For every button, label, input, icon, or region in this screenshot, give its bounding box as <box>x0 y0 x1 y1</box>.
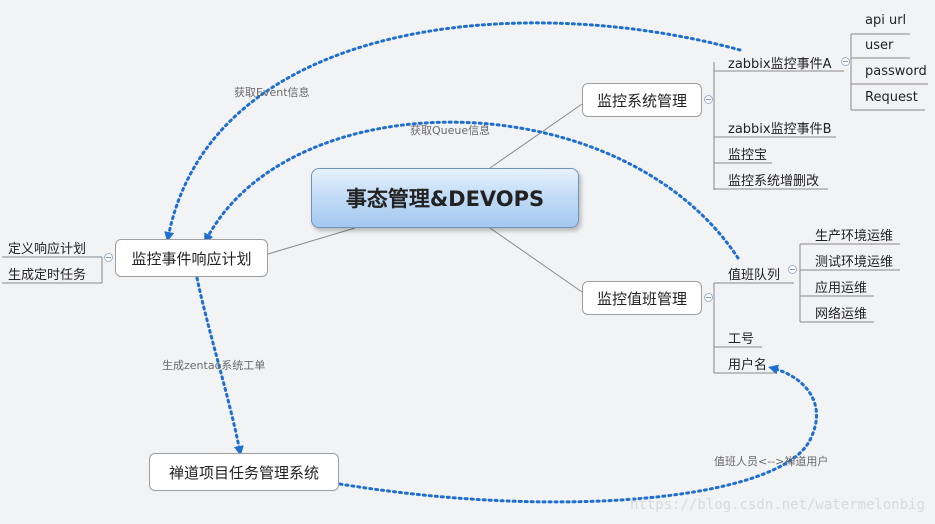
topic-zabbix-b-label: zabbix监控事件B <box>728 122 832 137</box>
topic-username[interactable]: 用户名 <box>728 354 767 373</box>
topic-user-label: user <box>865 38 894 53</box>
topic-password-label: password <box>865 64 927 79</box>
collapse-zabbix-a-icon[interactable] <box>841 57 850 66</box>
topic-password[interactable]: password <box>865 64 927 79</box>
branch-monitor-system-label: 监控系统管理 <box>596 91 687 110</box>
collapse-monitor-system-icon[interactable] <box>704 95 713 104</box>
topic-prod-ops-label: 生产环境运维 <box>815 229 894 244</box>
topic-username-label: 用户名 <box>728 358 768 373</box>
topic-zabbix-b[interactable]: zabbix监控事件B <box>728 118 832 137</box>
topic-test-ops-label: 测试环境运维 <box>815 255 894 270</box>
topic-job-no-label: 工号 <box>728 332 755 347</box>
connector-central-event-response <box>267 227 356 255</box>
watermark: https://blog.csdn.net/watermelonbig <box>629 497 925 513</box>
topic-zabbix-a[interactable]: zabbix监控事件A <box>728 53 832 72</box>
topic-prod-ops[interactable]: 生产环境运维 <box>815 225 893 244</box>
topic-app-ops[interactable]: 应用运维 <box>815 277 867 296</box>
branch-monitor-duty[interactable]: 监控值班管理 <box>582 281 702 315</box>
topic-duty-queue[interactable]: 值班队列 <box>728 264 780 283</box>
topic-duty-queue-label: 值班队列 <box>728 268 781 283</box>
relation-label-duty-user: 值班人员<-->禅道用户 <box>714 455 829 468</box>
central-topic[interactable]: 事态管理&DEVOPS <box>311 168 579 228</box>
topic-test-ops[interactable]: 测试环境运维 <box>815 251 893 270</box>
collapse-duty-queue-icon[interactable] <box>788 265 797 274</box>
central-topic-label: 事态管理&DEVOPS <box>345 187 545 211</box>
topic-api-url[interactable]: api url <box>865 13 906 28</box>
relation-get-queue <box>204 120 740 260</box>
topic-api-url-label: api url <box>865 13 907 28</box>
relation-gen-zentao <box>195 276 244 456</box>
connector-central-monitor-system <box>489 103 583 169</box>
branch-event-response[interactable]: 监控事件响应计划 <box>115 239 268 277</box>
topic-request-label: Request <box>865 90 918 105</box>
branch-monitor-duty-label: 监控值班管理 <box>596 289 687 308</box>
branch-zentao[interactable]: 禅道项目任务管理系统 <box>149 453 339 491</box>
collapse-monitor-duty-icon[interactable] <box>704 293 713 302</box>
branch-monitor-system[interactable]: 监控系统管理 <box>582 83 702 117</box>
topic-gen-task[interactable]: 生成定时任务 <box>8 264 86 283</box>
topic-monitor-crud-label: 监控系统增删改 <box>728 174 820 189</box>
topic-app-ops-label: 应用运维 <box>815 281 868 296</box>
branch-event-response-label: 监控事件响应计划 <box>131 249 252 268</box>
relation-get-event <box>164 21 742 242</box>
topic-net-ops-label: 网络运维 <box>815 307 868 322</box>
topic-jiankongbao[interactable]: 监控宝 <box>728 144 767 163</box>
topic-job-no[interactable]: 工号 <box>728 328 754 347</box>
topic-zabbix-a-label: zabbix监控事件A <box>728 57 832 72</box>
topic-jiankongbao-label: 监控宝 <box>728 148 768 163</box>
topic-monitor-crud[interactable]: 监控系统增删改 <box>728 170 819 189</box>
collapse-event-response-icon[interactable] <box>104 253 113 262</box>
topic-gen-task-label: 生成定时任务 <box>8 268 87 283</box>
connector-central-monitor-duty <box>489 227 583 293</box>
topic-request[interactable]: Request <box>865 90 918 105</box>
relation-label-get-event: 获取Event信息 <box>234 86 310 99</box>
relation-label-get-queue: 获取Queue信息 <box>410 124 491 137</box>
branch-zentao-label: 禅道项目任务管理系统 <box>168 463 319 482</box>
topic-define-plan-label: 定义响应计划 <box>8 242 87 257</box>
topic-net-ops[interactable]: 网络运维 <box>815 303 867 322</box>
topic-define-plan[interactable]: 定义响应计划 <box>8 238 86 257</box>
relation-label-gen-zentao: 生成zentao系统工单 <box>162 359 266 372</box>
relation-duty-user <box>338 364 818 504</box>
topic-user[interactable]: user <box>865 38 893 53</box>
